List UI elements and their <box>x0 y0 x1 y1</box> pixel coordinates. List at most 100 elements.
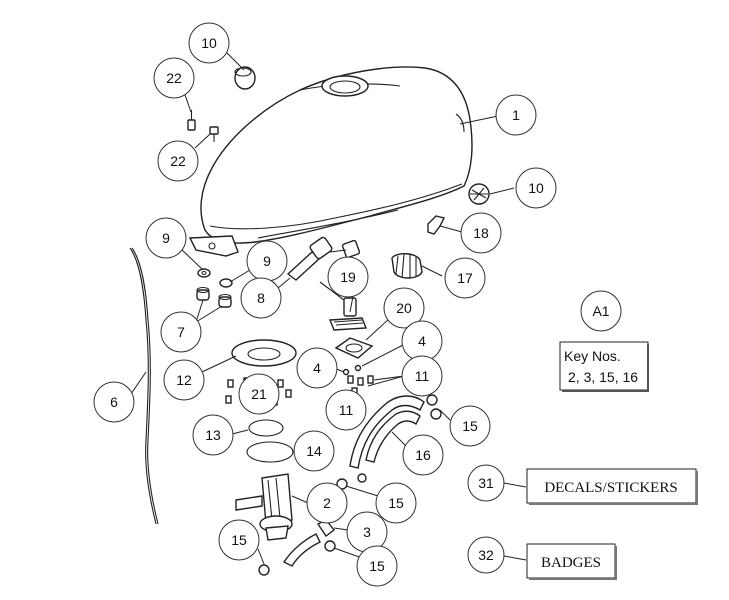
svg-text:11: 11 <box>415 368 430 384</box>
leader-lines <box>130 47 527 565</box>
callout-22: 22 <box>153 57 195 99</box>
callout-19: 19 <box>327 256 369 298</box>
callout-15: 15 <box>375 482 417 524</box>
callout-4: 4 <box>296 347 338 389</box>
svg-text:17: 17 <box>457 270 473 286</box>
fuel-pump <box>235 473 293 541</box>
hose-16 <box>349 395 425 469</box>
callout-31: 31 <box>467 464 505 502</box>
svg-text:22: 22 <box>170 153 186 169</box>
callout-17: 17 <box>444 257 486 299</box>
washer-9-left <box>197 268 211 278</box>
svg-text:21: 21 <box>251 386 267 402</box>
svg-text:31: 31 <box>478 475 494 491</box>
svg-text:15: 15 <box>231 532 247 548</box>
callout-4: 4 <box>401 320 443 362</box>
callout-8: 8 <box>240 277 282 319</box>
callout-21: 21 <box>238 373 280 415</box>
svg-text:32: 32 <box>478 547 494 563</box>
callout-12: 12 <box>163 359 205 401</box>
svg-text:11: 11 <box>339 402 354 418</box>
callout-13: 13 <box>192 414 234 456</box>
clip-15-b <box>324 540 336 552</box>
pump-plate-12 <box>231 339 297 367</box>
svg-text:19: 19 <box>340 269 356 285</box>
key-nos-box: Key Nos. 2, 3, 15, 16 <box>559 341 649 392</box>
callout-11: 11 <box>325 389 367 431</box>
svg-text:3: 3 <box>363 524 371 540</box>
svg-text:4: 4 <box>418 333 426 349</box>
clip-15-c <box>336 473 367 490</box>
fuel-level-sender <box>286 236 361 281</box>
callout-1: 1 <box>495 94 537 136</box>
svg-text:12: 12 <box>176 372 192 388</box>
svg-text:6: 6 <box>110 394 118 410</box>
callout-2: 2 <box>306 482 348 524</box>
clip-15-a <box>258 564 270 576</box>
svg-text:15: 15 <box>369 558 385 574</box>
bolt-22-lower <box>209 126 219 142</box>
svg-text:16: 16 <box>415 447 431 463</box>
callout-32: 32 <box>467 536 505 574</box>
svg-text:14: 14 <box>306 443 322 459</box>
callout-11: 11 <box>401 355 443 397</box>
hose-17 <box>391 253 423 279</box>
o-ring-13 <box>248 419 284 437</box>
rubber-bush-top <box>234 66 256 90</box>
breather-pipe <box>129 247 159 525</box>
svg-text:A1: A1 <box>592 303 609 319</box>
key-nos-title: Key Nos. <box>564 348 621 364</box>
svg-text:10: 10 <box>201 35 217 51</box>
callout-10: 10 <box>188 22 230 64</box>
badges-box: BADGES <box>526 543 617 580</box>
clip-18 <box>427 215 446 235</box>
gasket-20 <box>334 337 374 359</box>
decals-label: DECALS/STICKERS <box>544 480 677 496</box>
grommet-7-right <box>218 293 232 308</box>
callout-10: 10 <box>515 167 557 209</box>
callout-7: 7 <box>160 311 202 353</box>
washer-4-right <box>354 364 362 372</box>
callout-bubbles: 10 22 22 1 10 18 9 9 8 19 17 20 7 A1 4 4… <box>93 22 622 587</box>
washer-4-left <box>342 368 350 376</box>
o-ring-14 <box>246 441 294 463</box>
badges-label: BADGES <box>541 555 601 571</box>
svg-text:8: 8 <box>257 290 265 306</box>
grommet-7-left <box>196 286 210 301</box>
washer-9-right <box>219 278 233 288</box>
key-nos-values: 2, 3, 15, 16 <box>568 369 638 385</box>
svg-text:10: 10 <box>528 180 544 196</box>
callout-9: 9 <box>145 217 187 259</box>
callout-a1: A1 <box>580 290 622 332</box>
svg-text:18: 18 <box>473 225 489 241</box>
svg-text:2: 2 <box>323 495 331 511</box>
svg-text:7: 7 <box>177 324 185 340</box>
callout-15: 15 <box>356 545 398 587</box>
filter-19 <box>319 281 368 331</box>
pump-outlet-hose <box>282 533 321 567</box>
fuel-tank <box>188 66 473 257</box>
callout-22: 22 <box>157 140 199 182</box>
decals-box: DECALS/STICKERS <box>526 468 698 505</box>
svg-text:15: 15 <box>462 418 478 434</box>
callout-18: 18 <box>460 212 502 254</box>
svg-text:1: 1 <box>512 107 520 123</box>
clip-15-d <box>426 394 442 420</box>
callout-9: 9 <box>246 240 288 282</box>
svg-text:22: 22 <box>166 70 182 86</box>
bolt-22-upper <box>187 110 196 131</box>
svg-text:9: 9 <box>263 253 271 269</box>
svg-text:9: 9 <box>162 230 170 246</box>
rubber-bush-right <box>468 183 490 205</box>
svg-text:4: 4 <box>313 360 321 376</box>
callout-6: 6 <box>93 381 135 423</box>
callout-15: 15 <box>449 405 491 447</box>
callout-20: 20 <box>383 287 425 329</box>
svg-text:15: 15 <box>388 495 404 511</box>
svg-text:13: 13 <box>205 427 221 443</box>
svg-text:20: 20 <box>396 300 412 316</box>
callout-15: 15 <box>218 519 260 561</box>
callout-14: 14 <box>293 430 335 472</box>
callout-16: 16 <box>402 434 444 476</box>
